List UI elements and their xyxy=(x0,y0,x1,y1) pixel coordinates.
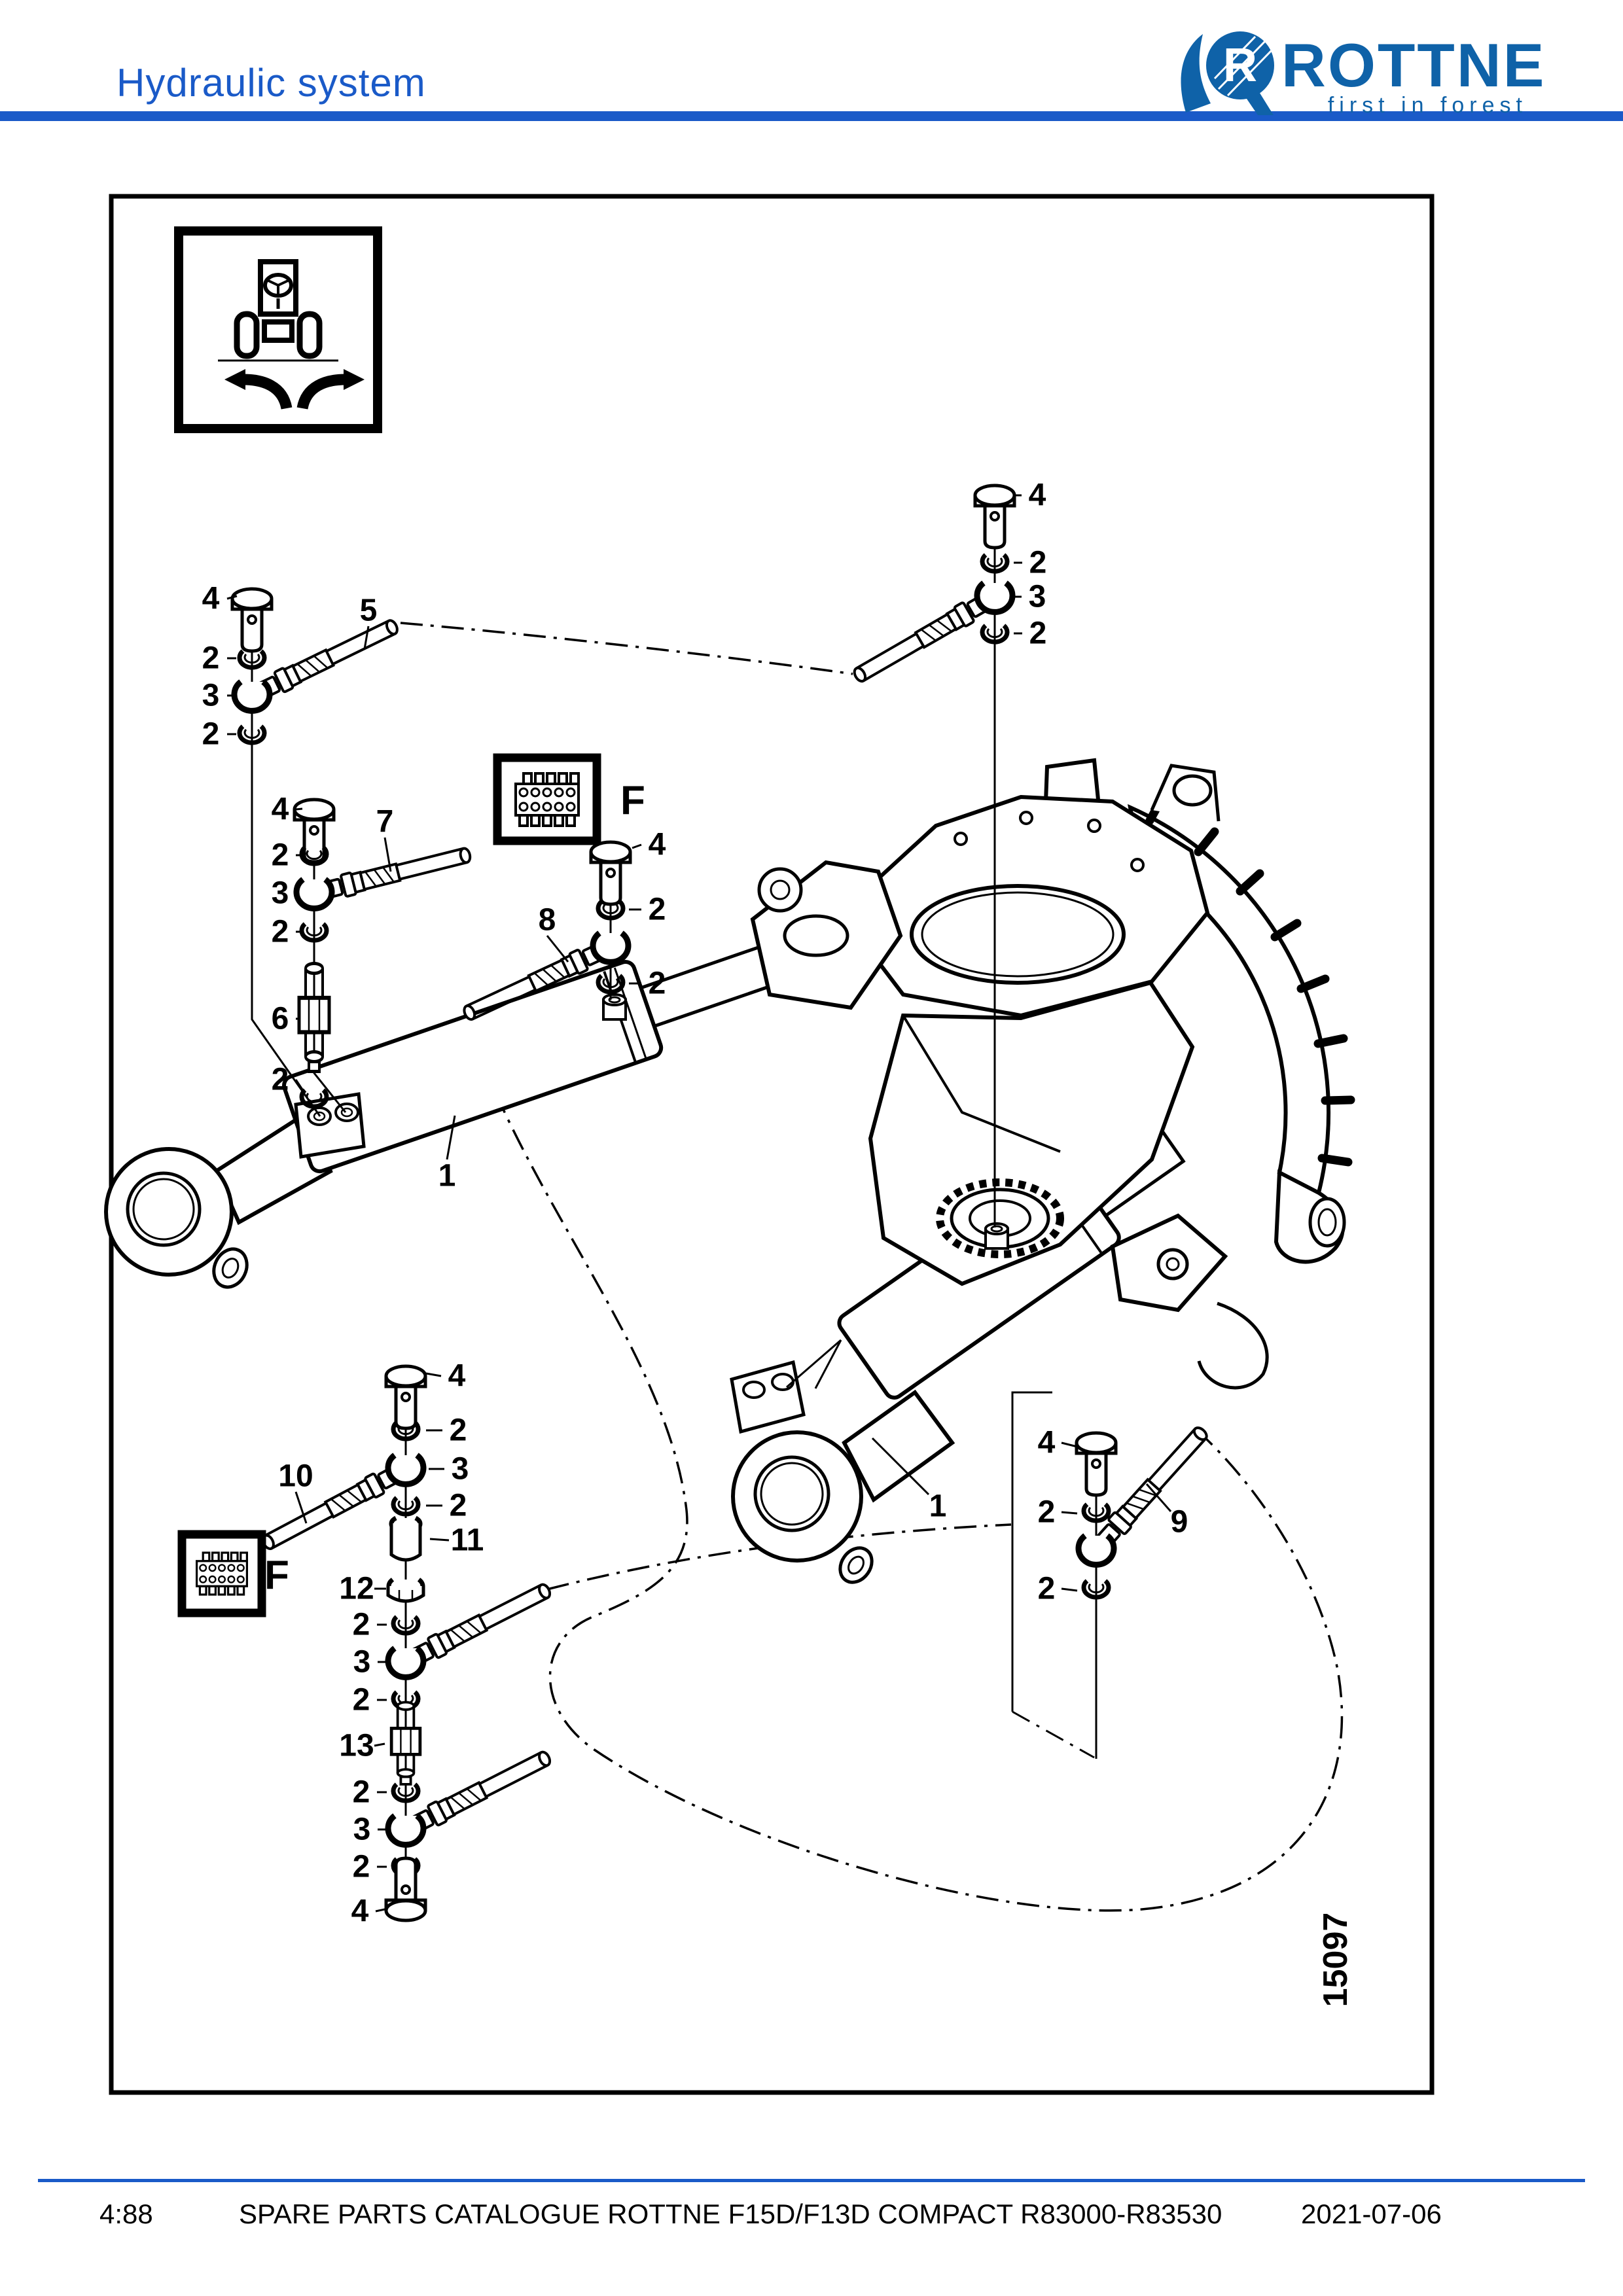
callout-label-3: 3 xyxy=(202,679,220,713)
callout-label-5: 5 xyxy=(360,593,378,628)
callout-leader xyxy=(1061,1587,1078,1592)
callout-label-2: 2 xyxy=(450,1489,467,1523)
callout-label-12: 12 xyxy=(339,1572,374,1606)
callout-leader xyxy=(383,837,392,872)
figure-number: 15097 xyxy=(1317,1913,1355,2007)
callout-label-2: 2 xyxy=(353,1608,370,1642)
logo-tagline: first in forest xyxy=(1328,93,1527,118)
callout-label-4: 4 xyxy=(272,792,289,827)
callout-label-4: 4 xyxy=(649,828,666,862)
callout-label-2: 2 xyxy=(1029,546,1047,580)
callout-label-3: 3 xyxy=(452,1452,469,1487)
callout-label-10: 10 xyxy=(278,1459,313,1494)
footer-page-ref: 4:88 xyxy=(99,2199,153,2229)
callout-label-2: 2 xyxy=(272,915,289,949)
connector-f-lower: F xyxy=(177,1530,289,1617)
callout-label-2: 2 xyxy=(1029,616,1047,651)
callout-label-2: 2 xyxy=(450,1413,467,1448)
callout-label-3: 3 xyxy=(353,1812,371,1847)
callout-leader xyxy=(1145,1483,1172,1512)
callout-label-3: 3 xyxy=(272,876,289,911)
callout-label-4: 4 xyxy=(448,1359,466,1394)
callout-leader xyxy=(546,935,569,963)
callout-label-11: 11 xyxy=(451,1523,484,1558)
footer-divider xyxy=(38,2179,1585,2182)
callout-label-2: 2 xyxy=(1038,1495,1056,1530)
callout-leader xyxy=(226,595,238,600)
callout-label-4: 4 xyxy=(1038,1426,1056,1460)
callout-label-2: 2 xyxy=(272,838,289,873)
rottne-logo: R ROTTNE first in forest xyxy=(1181,31,1546,118)
callout-label-2: 2 xyxy=(649,966,666,1001)
axle-hub-assembly xyxy=(750,758,1355,1390)
callout-label-2: 2 xyxy=(202,717,220,752)
callout-label-6: 6 xyxy=(272,1002,289,1036)
callout-label-13: 13 xyxy=(339,1729,374,1763)
callout-label-2: 2 xyxy=(1038,1572,1056,1606)
callout-label-2: 2 xyxy=(353,1775,370,1810)
callout-leader xyxy=(1061,1511,1078,1515)
callout-leader xyxy=(374,1742,385,1747)
callout-label-3: 3 xyxy=(353,1645,371,1680)
steering-icon xyxy=(174,226,382,433)
callout-label-4: 4 xyxy=(202,582,220,616)
callout-leader xyxy=(429,1538,450,1542)
callout-label-2: 2 xyxy=(353,1683,370,1718)
callout-leader xyxy=(363,626,370,650)
diagram-border xyxy=(109,194,1435,2095)
callout-leader xyxy=(1061,1441,1078,1448)
connector-f-upper: F xyxy=(493,753,645,845)
lower-cylinder-port xyxy=(984,1222,1009,1250)
callout-label-8: 8 xyxy=(539,903,556,938)
callout-leader xyxy=(375,1908,385,1913)
callout-leader xyxy=(294,1079,305,1092)
callout-label-7: 7 xyxy=(376,805,394,839)
callout-label-3: 3 xyxy=(1029,580,1046,614)
footer-catalogue-title: SPARE PARTS CATALOGUE ROTTNE F15D/F13D C… xyxy=(239,2199,1222,2229)
footer-date: 2021-07-06 xyxy=(1301,2199,1442,2229)
callout-leader xyxy=(632,843,642,849)
callout-layer: 4232542326274282423211423102111223213232… xyxy=(202,478,1188,1929)
callout-label-2: 2 xyxy=(202,641,220,676)
callout-label-9: 9 xyxy=(1171,1505,1188,1540)
callout-label-4: 4 xyxy=(351,1894,369,1929)
callout-leader xyxy=(871,1437,930,1496)
callout-label-2: 2 xyxy=(272,1063,289,1097)
rottne-logo-mark: R xyxy=(1181,31,1274,115)
logo-brand-text: ROTTNE xyxy=(1281,31,1546,99)
callout-label-1: 1 xyxy=(438,1159,456,1193)
callout-leader xyxy=(425,1372,442,1377)
callout-label-1: 1 xyxy=(929,1489,947,1524)
callout-label-4: 4 xyxy=(1029,478,1046,513)
steering-cylinder-upper xyxy=(104,938,796,1289)
callout-leader xyxy=(446,1115,456,1160)
hose-routing-curves xyxy=(400,622,1344,1912)
logo-r-letter: R xyxy=(1223,39,1257,92)
callout-label-2: 2 xyxy=(353,1850,370,1884)
connector-f-upper-label: F xyxy=(620,778,645,823)
callout-leader xyxy=(294,1491,308,1524)
callout-label-2: 2 xyxy=(649,892,666,927)
fitting-stacks xyxy=(232,486,1213,1920)
connector-f-lower-label: F xyxy=(264,1553,289,1598)
page-title: Hydraulic system xyxy=(116,61,426,105)
title-underline-bar xyxy=(0,111,1623,121)
